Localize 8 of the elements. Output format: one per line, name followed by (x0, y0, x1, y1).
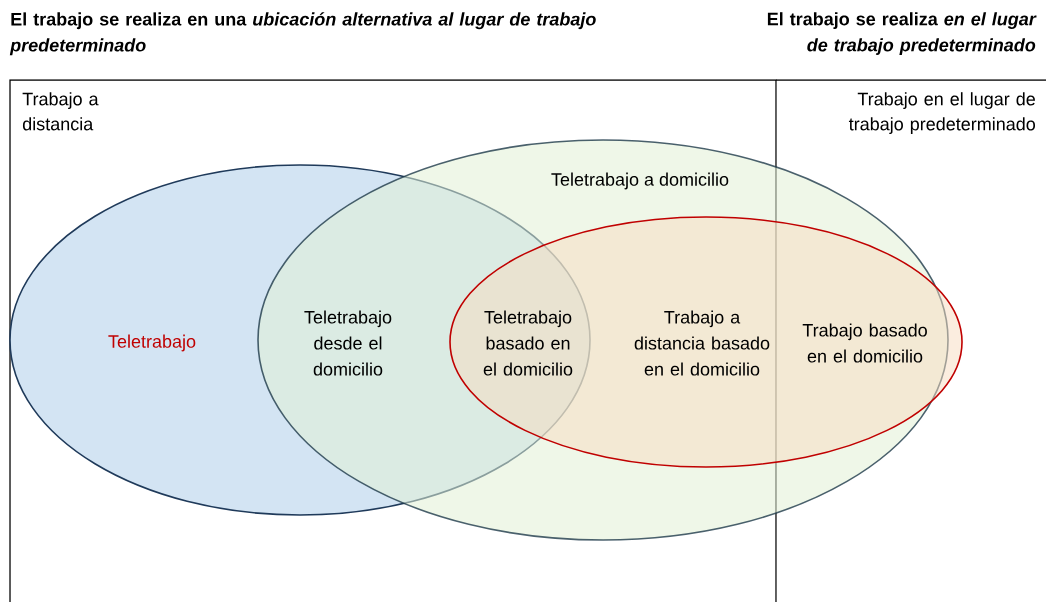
venn-circle (449, 216, 963, 468)
region-box: Trabajo en el lugar de trabajo predeterminado (775, 79, 1046, 134)
heading: El trabajo se realiza en una ubicación alternativa al lugar de trabajo predeterminado (9, 12, 596, 56)
region-label: Teletrabajo basado en el domicilio (483, 310, 573, 376)
region-label: Trabajo a distancia basado en el domicilio (634, 310, 770, 376)
heading: El trabajo se realiza en el lugar de trabajo predeterminado (767, 12, 1037, 55)
region-label: Teletrabajo desde el domicilio (304, 310, 392, 376)
region-label: Trabajo basado en el domicilio (802, 323, 927, 363)
